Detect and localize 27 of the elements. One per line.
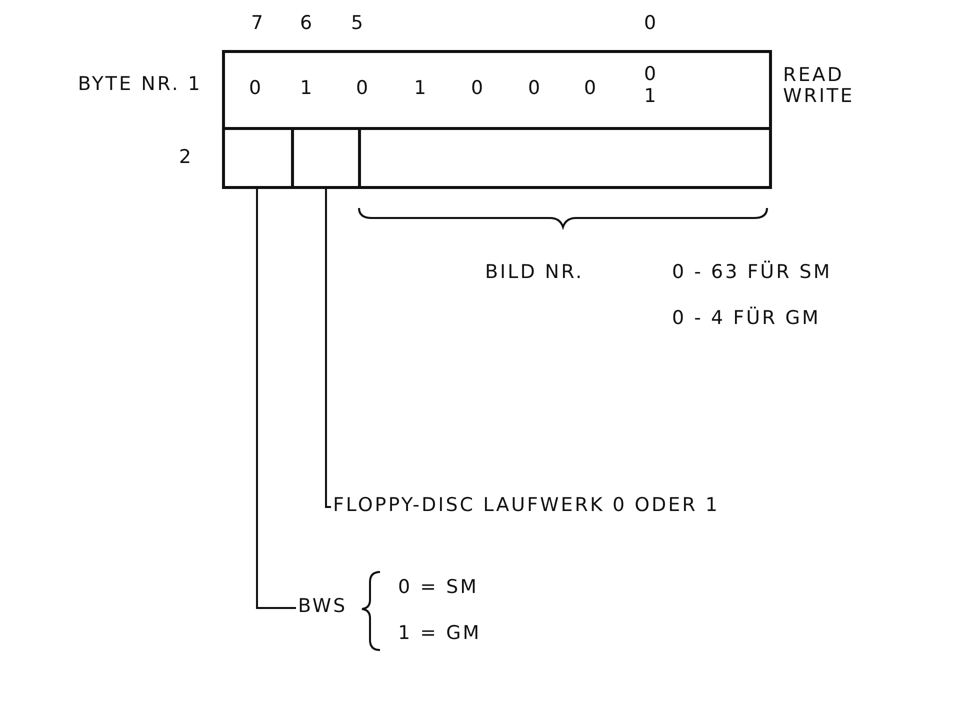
leader-line <box>325 189 331 508</box>
field-name: BILD NR. <box>485 261 584 283</box>
bit-value: 1 <box>298 77 314 99</box>
mode-label: READ WRITE <box>783 65 856 107</box>
byte-row <box>222 50 772 130</box>
bit-number: 5 <box>350 12 364 34</box>
row-label: BYTE NR. 1 <box>76 74 202 95</box>
bit-value: 0 <box>470 77 484 99</box>
bit-value: 0 <box>526 77 542 99</box>
value-meaning: 0 = SM <box>398 576 479 598</box>
bit-number: 0 <box>644 12 656 34</box>
leader-line <box>256 189 296 609</box>
value-range: 0 - 4 FÜR GM <box>672 307 820 329</box>
bit-value: 0 <box>582 77 598 99</box>
bit-number: 7 <box>250 12 264 34</box>
bit-cell <box>222 127 294 189</box>
annotation-text: FLOPPY-DISC LAUFWERK 0 ODER 1 <box>333 494 720 516</box>
bit-field-cell <box>358 127 772 189</box>
annotation-text: BWS <box>298 595 348 617</box>
bit-value: 0 <box>248 77 262 99</box>
bit-value: 0 1 <box>642 63 658 107</box>
bit-number: 6 <box>300 12 312 34</box>
value-range: 0 - 63 FÜR SM <box>672 261 832 283</box>
bit-value: 0 <box>354 77 370 99</box>
bit-value: 1 <box>412 77 428 99</box>
row-label: 2 <box>178 146 192 168</box>
value-meaning: 1 = GM <box>398 622 482 644</box>
